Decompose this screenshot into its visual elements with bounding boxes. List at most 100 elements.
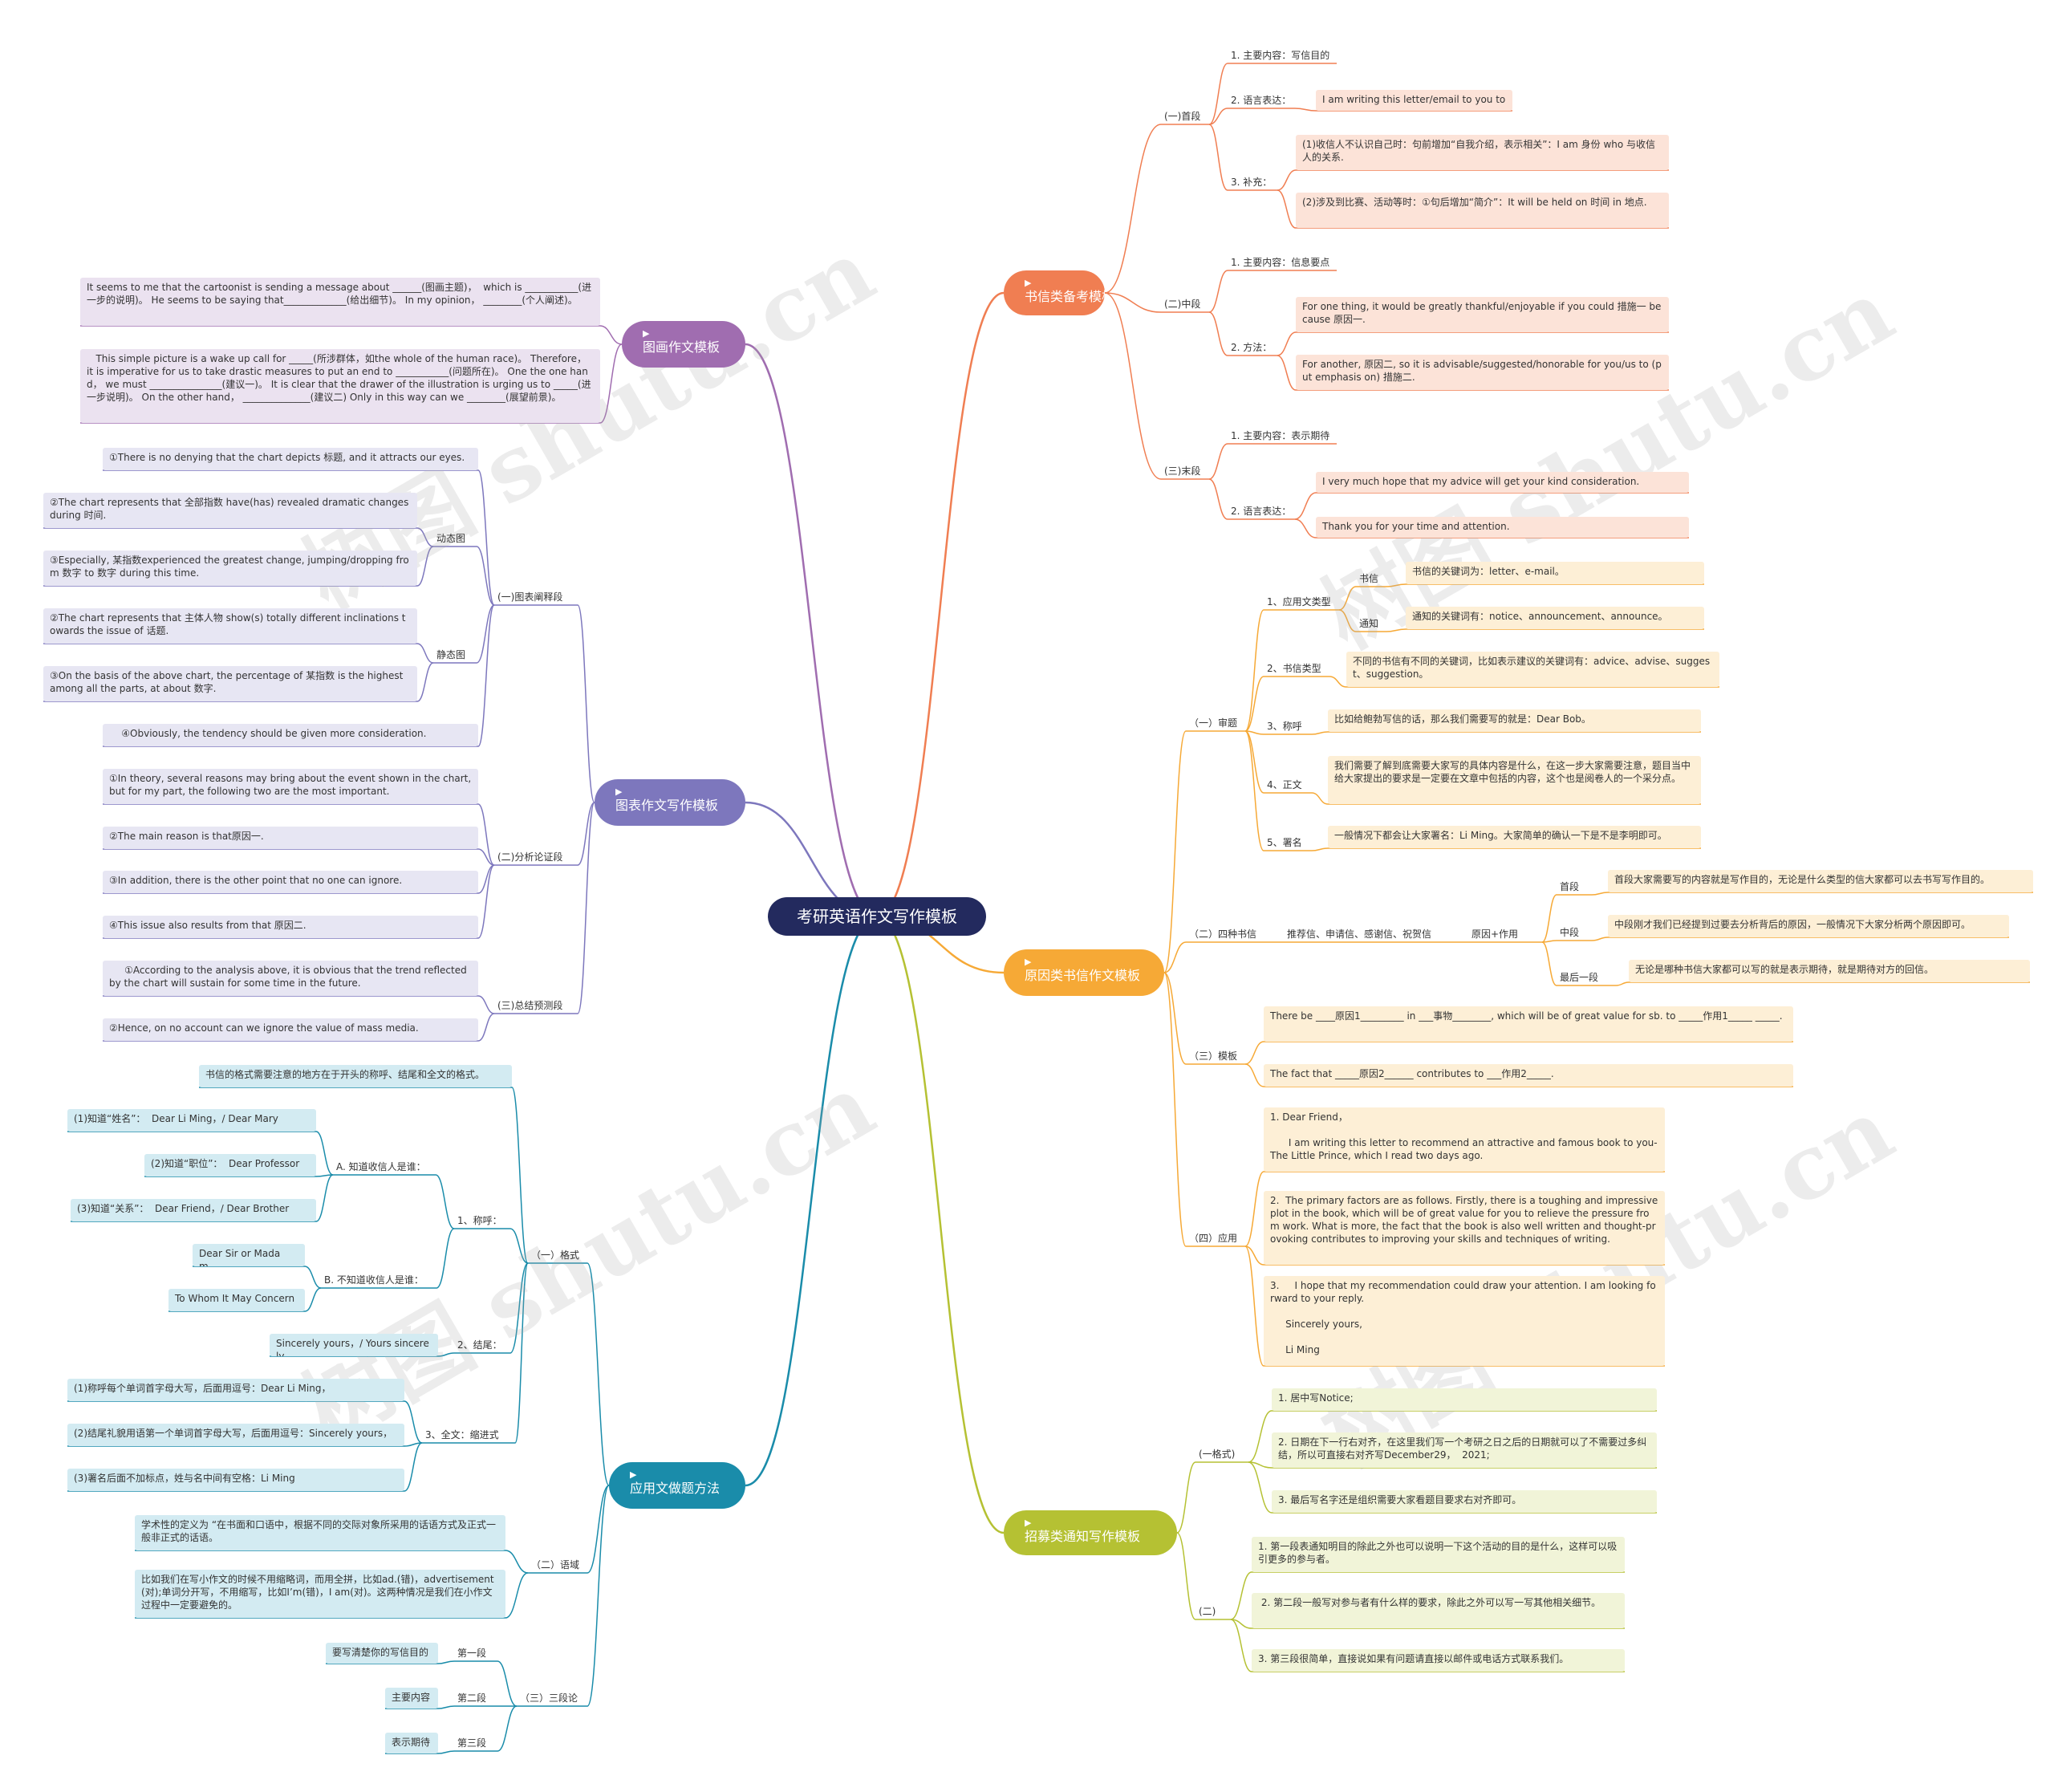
leaf-z2a[interactable]: For one thing, it would be greatly thank… <box>1296 297 1669 332</box>
leaf-B1[interactable]: Dear Sir or Madam， <box>193 1244 305 1266</box>
leaf-t3a[interactable]: 比如给鲍勃写信的话，那么我们需要写的就是：Dear Bob。 <box>1328 709 1701 732</box>
label-t2[interactable]: 2、书信类型 <box>1267 663 1321 674</box>
leaf-e2[interactable]: 2. 第二段一般写对参与者有什么样的要求，除此之外可以写一写其他相关细节。 <box>1252 1593 1625 1628</box>
leaf-m2a[interactable]: I very much hope that my advice will get… <box>1316 472 1689 493</box>
leaf-A2[interactable]: (2)知道“职位”： Dear Professor <box>144 1154 316 1176</box>
leaf-sd2a[interactable]: 中段刚才我们已经提到过要去分析背后的原因，一般情况下大家分析两个原因即可。 <box>1608 915 2009 937</box>
leaf-zj2[interactable]: ②Hence, on no account can we ignore the … <box>103 1018 478 1041</box>
leaf-e1[interactable]: 1. 第一段表通知明目的除此之外也可以说明一下这个活动的目的是什么，这样可以吸引… <box>1252 1537 1625 1572</box>
label-sz1[interactable]: 推荐信、申请信、感谢信、祝贺信 <box>1287 929 1432 940</box>
leaf-g3[interactable]: 3. 最后写名字还是组织需要大家看题目要求右对齐即可。 <box>1272 1490 1657 1513</box>
leaf-q3[interactable]: (3)署名后面不加标点，姓与名中间有空格：Li Ming <box>67 1469 404 1491</box>
leaf-B2[interactable]: To Whom It May Concern <box>168 1289 305 1311</box>
leaf-g1[interactable]: 1. 居中写Notice; <box>1272 1388 1657 1411</box>
leaf-z2b[interactable]: For another, 原因二, so it is advisable/sug… <box>1296 355 1669 390</box>
label-sz2[interactable]: 原因+作用 <box>1471 929 1519 940</box>
label-chenghu[interactable]: 1、称呼： <box>457 1215 502 1226</box>
branch-yingyong[interactable]: ▶应用文做题方法 <box>609 1462 745 1509</box>
root-topic[interactable]: 考研英语作文写作模板 <box>768 897 986 936</box>
label-jingtai[interactable]: 静态图 <box>436 649 466 660</box>
section-chanshi[interactable]: (一)图表阐释段 <box>497 591 563 603</box>
branch-yuanyin[interactable]: ▶原因类书信作文模板 <box>1004 949 1164 996</box>
leaf-c4[interactable]: ④Obviously, the tendency should be given… <box>103 724 478 746</box>
leaf-d2[interactable]: ③Especially, 某指数experienced the greatest… <box>43 551 417 586</box>
leaf-sd3a[interactable]: 无论是哪种书信大家都可以写的就是表示期待，就是期待对方的回信。 <box>1629 960 2030 982</box>
leaf-jw1[interactable]: Sincerely yours，/ Yours sincerely， <box>270 1334 438 1356</box>
label-s3[interactable]: 3. 补充： <box>1231 177 1273 188</box>
label-quanwen[interactable]: 3、全文：缩进式 <box>425 1429 499 1441</box>
leaf-mb1[interactable]: There be ____原因1_________ in ___事物______… <box>1264 1006 1793 1042</box>
section-zongjie[interactable]: (三)总结预测段 <box>497 1000 563 1011</box>
section-moduan[interactable]: (三)末段 <box>1164 465 1201 477</box>
section-shenti[interactable]: （一）审题 <box>1189 717 1238 729</box>
section-yingyong[interactable]: （四）应用 <box>1189 1233 1238 1244</box>
branch-zhaomu[interactable]: ▶招募类通知写作模板 <box>1004 1510 1177 1555</box>
leaf-zj1[interactable]: ①According to the analysis above, it is … <box>103 961 478 996</box>
branch-tubiao[interactable]: ▶图表作文写作模板 <box>595 779 745 826</box>
leaf-y2[interactable]: 比如我们在写小作文的时候不用缩略词，而用全拼，比如ad.(错)，advertis… <box>135 1570 505 1618</box>
label-sd3[interactable]: 最后一段 <box>1560 972 1599 983</box>
leaf-f1[interactable]: ①In theory, several reasons may bring ab… <box>103 769 478 804</box>
section-sizhong[interactable]: （二）四种书信 <box>1189 929 1257 940</box>
leaf-A3[interactable]: (3)知道“关系”： Dear Friend，/ Dear Brother <box>71 1199 316 1221</box>
leaf-e3[interactable]: 3. 第三段很简单，直接说如果有问题请直接以邮件或电话方式联系我们。 <box>1252 1649 1625 1672</box>
leaf-q1[interactable]: (1)称呼每个单词首字母大写，后面用逗号：Dear Li Ming， <box>67 1379 404 1401</box>
label-dongtai[interactable]: 动态图 <box>436 533 466 544</box>
section-sanduan[interactable]: （三）三段论 <box>520 1692 578 1704</box>
label-z2[interactable]: 2. 方法： <box>1231 342 1273 353</box>
section-shouduan[interactable]: (一)首段 <box>1164 111 1201 122</box>
leaf-sd1a[interactable]: 首段大家需要写的内容就是写作目的，无论是什么类型的信大家都可以去书写写作目的。 <box>1608 870 2033 892</box>
branch-tuhua[interactable]: ▶图画作文模板 <box>622 321 745 368</box>
leaf-c1[interactable]: ①There is no denying that the chart depi… <box>103 448 478 470</box>
section-yuyu[interactable]: （二）语域 <box>531 1559 580 1571</box>
section-fenxi[interactable]: (二)分析论证段 <box>497 851 563 863</box>
leaf-t2a[interactable]: 不同的书信有不同的关键词，比如表示建议的关键词有：advice、advise、s… <box>1346 652 1719 687</box>
leaf-f2[interactable]: ②The main reason is that原因一. <box>103 827 478 849</box>
section-zhongduan[interactable]: (二)中段 <box>1164 299 1201 310</box>
leaf-d1[interactable]: ②The chart represents that 全部指数 have(has… <box>43 493 417 528</box>
leaf-yy3[interactable]: 3. I hope that my recommendation could d… <box>1264 1276 1665 1366</box>
leaf-yy2[interactable]: 2. The primary factors are as follows. F… <box>1264 1191 1665 1265</box>
section-geshi[interactable]: （一）格式 <box>531 1250 580 1261</box>
label-sd2[interactable]: 中段 <box>1560 927 1580 938</box>
leaf-t1a1[interactable]: 书信的关键词为：letter、e-mail。 <box>1406 562 1704 584</box>
section-geshi[interactable]: (一格式) <box>1199 1449 1236 1460</box>
label-jiewei[interactable]: 2、结尾： <box>457 1339 502 1351</box>
leaf-d3a[interactable]: 表示期待 <box>385 1733 438 1753</box>
label-d1[interactable]: 第一段 <box>457 1648 487 1659</box>
section-muban[interactable]: （三）模板 <box>1189 1050 1238 1062</box>
leaf-j1[interactable]: ②The chart represents that 主体人物 show(s) … <box>43 608 417 644</box>
label-s2[interactable]: 2. 语言表达： <box>1231 95 1292 106</box>
leaf-q2[interactable]: (2)结尾礼貌用语第一个单词首字母大写，后面用逗号：Sincerely your… <box>67 1424 404 1446</box>
leaf-m2b[interactable]: Thank you for your time and attention. <box>1316 517 1689 538</box>
label-m1[interactable]: 1. 主要内容：表示期待 <box>1231 430 1330 441</box>
label-B[interactable]: B. 不知道收信人是谁： <box>324 1274 424 1286</box>
label-sd1[interactable]: 首段 <box>1560 881 1580 892</box>
label-t4[interactable]: 4、正文 <box>1267 779 1302 790</box>
leaf-s3b[interactable]: (2)涉及到比赛、活动等时：①句后增加“简介”：It will be held … <box>1296 193 1669 228</box>
leaf-d2a[interactable]: 主要内容 <box>385 1688 438 1709</box>
leaf-tuhua-b[interactable]: This simple picture is a wake up call fo… <box>80 349 600 423</box>
leaf-j2[interactable]: ③On the basis of the above chart, the pe… <box>43 666 417 701</box>
leaf-t4a[interactable]: 我们需要了解到底需要大家写的具体内容是什么，在这一步大家需要注意，题目当中给大家… <box>1328 756 1701 804</box>
label-t5[interactable]: 5、署名 <box>1267 837 1302 848</box>
label-s1[interactable]: 1. 主要内容：写信目的 <box>1231 50 1330 61</box>
leaf-g2[interactable]: 2. 日期在下一行右对齐，在这里我们写一个考研之日之后的日期就可以了不需要过多纠… <box>1272 1432 1657 1468</box>
leaf-t1b1[interactable]: 通知的关键词有：notice、announcement、announce。 <box>1406 607 1704 629</box>
label-d2[interactable]: 第二段 <box>457 1692 487 1704</box>
label-t1[interactable]: 1、应用文类型 <box>1267 596 1331 607</box>
leaf-mb2[interactable]: The fact that _____原因2______ contributes… <box>1264 1064 1793 1087</box>
leaf-A1[interactable]: (1)知道“姓名”： Dear Li Ming，/ Dear Mary <box>67 1109 316 1132</box>
label-A[interactable]: A. 知道收信人是谁： <box>336 1161 426 1172</box>
leaf-tuhua-a[interactable]: It seems to me that the cartoonist is se… <box>80 278 600 326</box>
leaf-s2a[interactable]: I am writing this letter/email to you to <box>1316 90 1512 111</box>
label-d3[interactable]: 第三段 <box>457 1737 487 1749</box>
leaf-d1a[interactable]: 要写清楚你的写信目的 <box>326 1643 438 1664</box>
leaf-f3[interactable]: ③In addition, there is the other point t… <box>103 871 478 893</box>
label-m2[interactable]: 2. 语言表达： <box>1231 506 1292 517</box>
leaf-yy1[interactable]: 1. Dear Friend， I am writing this letter… <box>1264 1107 1665 1172</box>
leaf-t5a[interactable]: 一般情况下都会让大家署名：Li Ming。大家简单的确认一下是不是李明即可。 <box>1328 826 1701 848</box>
label-t1b[interactable]: 通知 <box>1359 618 1379 629</box>
leaf-f4[interactable]: ④This issue also results from that 原因二. <box>103 916 478 938</box>
section-er[interactable]: (二) <box>1199 1606 1216 1617</box>
